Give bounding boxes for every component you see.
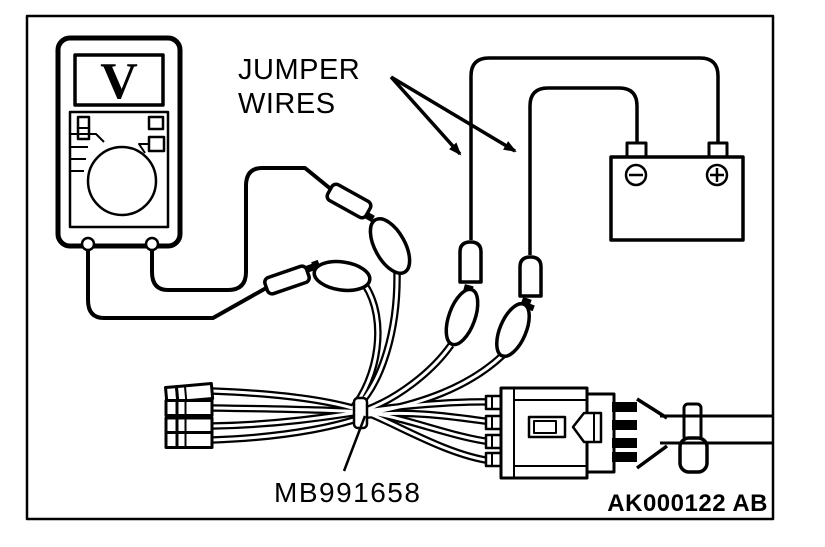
harness-tie	[352, 396, 369, 430]
voltmeter-display	[73, 53, 165, 107]
cable-clamp	[678, 402, 709, 474]
voltmeter-terminal-left	[80, 236, 96, 252]
battery-positive-terminal-icon	[705, 163, 729, 187]
voltmeter-icon: V	[55, 35, 334, 320]
voltmeter-button-2	[147, 135, 166, 153]
jumper-wires-label-line1: JUMPER	[238, 54, 360, 86]
jumper-wires-arrows	[389, 75, 517, 156]
tool-number-label: MB991658	[274, 477, 421, 508]
cable-end-4	[164, 431, 214, 449]
harness-cable-ends	[164, 382, 215, 449]
boot-1	[368, 217, 412, 275]
cable-end-2	[164, 399, 214, 417]
voltmeter-scale-ticks	[71, 133, 105, 172]
test-lead-probe-2	[263, 264, 311, 296]
test-lead-negative	[86, 250, 269, 320]
voltmeter-display-symbol: V	[100, 53, 138, 110]
jumper-wire-1	[469, 56, 720, 240]
jumper-wire-2	[528, 86, 639, 255]
boot-3	[444, 287, 480, 347]
boot-4	[495, 301, 531, 359]
battery-icon	[469, 56, 745, 255]
tool-number-leader-line	[342, 415, 367, 472]
connector-icon	[484, 386, 773, 480]
cable-end-3	[164, 416, 214, 435]
boot-2	[312, 259, 372, 293]
test-lead-positive	[150, 166, 334, 292]
jumper-wires-label-line2: WIRES	[238, 88, 336, 120]
voltmeter-terminal-right	[144, 236, 160, 252]
connector-pins	[612, 402, 637, 462]
voltmeter-button-1	[147, 115, 165, 131]
figure-code-label: AK000122 AB	[607, 490, 768, 517]
test-lead-probe-1	[325, 182, 373, 220]
output-cable	[660, 414, 773, 445]
battery-negative-terminal-icon	[624, 163, 648, 187]
voltmeter-dial	[86, 145, 158, 217]
